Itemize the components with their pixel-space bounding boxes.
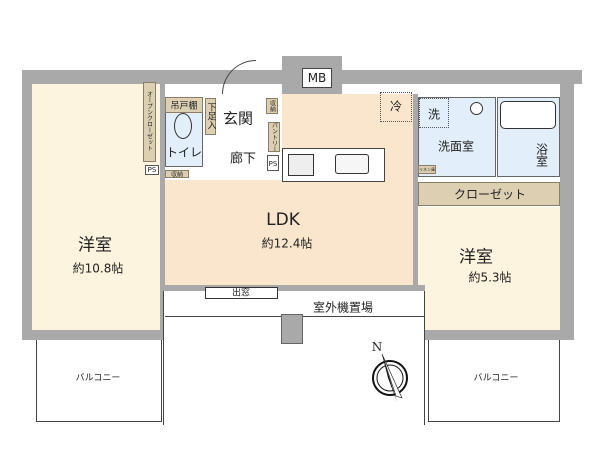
ps-box: PS (145, 165, 159, 175)
linen-label: リネン庫 (419, 167, 435, 172)
mb-box (302, 68, 332, 88)
toilet-icon (174, 113, 192, 139)
entrance-floor (217, 98, 264, 128)
ldk-room (165, 180, 415, 285)
closet-label: クローゼット (453, 187, 527, 202)
washroom (418, 97, 496, 177)
room-area: 約5.3帖 (468, 270, 512, 285)
pillar (281, 314, 303, 344)
hanging-cabinet-label: 吊戸棚 (170, 101, 198, 112)
bay-window-label: 出窓 (231, 288, 251, 299)
bay-window (205, 287, 278, 299)
ps-box: PS (267, 155, 279, 171)
stove-icon (288, 154, 314, 176)
wall-bottom-mid (163, 285, 425, 291)
basin-icon (470, 102, 483, 115)
bathtub-icon (500, 101, 556, 129)
open-closet (143, 82, 156, 162)
room-area: 約12.4帖 (261, 236, 313, 251)
storage-label: 収納 (268, 100, 276, 112)
wall-left (22, 70, 32, 338)
storage-label: 収納 (170, 171, 184, 179)
ac-unit-label: 室外機置場 (312, 300, 374, 315)
balcony-label: バルコニー (473, 373, 519, 384)
storage-small (266, 98, 278, 114)
room-name: トイレ (165, 145, 203, 160)
washer-space (419, 98, 449, 128)
linen-cabinet (418, 165, 436, 174)
north-label: N (371, 340, 383, 354)
compass-icon (372, 353, 408, 402)
balcony-right (428, 340, 560, 422)
shoe-cabinet-label: 下足入 (205, 102, 216, 130)
front-door (222, 60, 256, 94)
room-name: 洗面室 (437, 139, 475, 154)
room-name: LDK (266, 210, 300, 230)
fridge-label: 冷 (389, 99, 403, 114)
room-name: 洋室 (459, 247, 493, 268)
wall-divider (413, 94, 418, 332)
room-name: 玄関 (222, 109, 254, 128)
room-area: 約10.8帖 (72, 261, 124, 276)
pantry (268, 122, 280, 152)
wall-right (560, 70, 574, 338)
washer-label: 洗 (427, 107, 441, 122)
open-closet-label: オープンクローゼット (145, 91, 153, 151)
pantry-label: パントリー (270, 122, 278, 152)
western-room-right (418, 207, 560, 330)
exterior-area (163, 285, 425, 425)
room-name: 廊下 (229, 151, 257, 167)
storage-small (165, 170, 189, 178)
hanging-cabinet (165, 97, 203, 113)
fridge-space (380, 92, 412, 122)
sink-icon (335, 154, 369, 174)
closet (418, 182, 560, 206)
balcony-label: バルコニー (75, 373, 121, 384)
shoe-cabinet (205, 98, 216, 135)
western-room-left (32, 84, 162, 330)
wall-divider (160, 84, 165, 332)
room-name: 浴室 (534, 143, 549, 167)
room-name: 洋室 (78, 235, 112, 256)
balcony-left (36, 340, 162, 422)
mb-label: MB (307, 71, 327, 85)
